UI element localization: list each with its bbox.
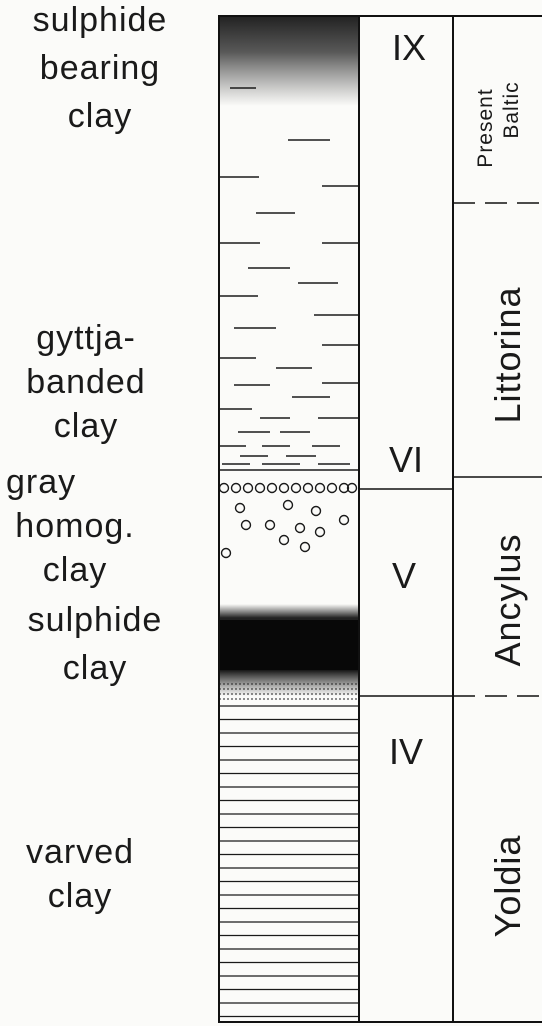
zone-label-ix: IX [392,27,426,68]
circle [256,484,265,493]
gyttja-dashes [219,88,359,470]
circle [316,528,325,537]
stage-label-ancylus: Ancylus [487,533,528,666]
varved-clay-lines [219,706,359,1017]
circle [232,484,241,493]
circle [242,521,251,530]
homog-clay-circles [220,484,357,558]
circle [222,549,231,558]
circle [328,484,337,493]
sulphide-clay-core [219,620,359,670]
circle [280,536,289,545]
zone-label-iv: IV [389,731,423,772]
zone-label-vi: VI [389,439,423,480]
circle [220,484,229,493]
circle [236,504,245,513]
circle [312,507,321,516]
circle [340,516,349,525]
column-fill [219,16,359,696]
stage-label-present: Present [474,88,497,167]
stage-label-baltic: Baltic [500,81,523,138]
circle [280,484,289,493]
circle [266,521,275,530]
stage-label-yoldia: Yoldia [487,835,528,938]
stage-label-littorina: Littorina [487,286,528,423]
circle [244,484,253,493]
circle [296,524,305,533]
circle [292,484,301,493]
circle [268,484,277,493]
lithology-column-frame [219,16,359,1022]
circle [304,484,313,493]
sulphide-bearing-clay-shading [219,16,359,106]
zone-label-v: V [392,555,416,596]
circle [301,543,310,552]
circle [316,484,325,493]
circle [284,501,293,510]
